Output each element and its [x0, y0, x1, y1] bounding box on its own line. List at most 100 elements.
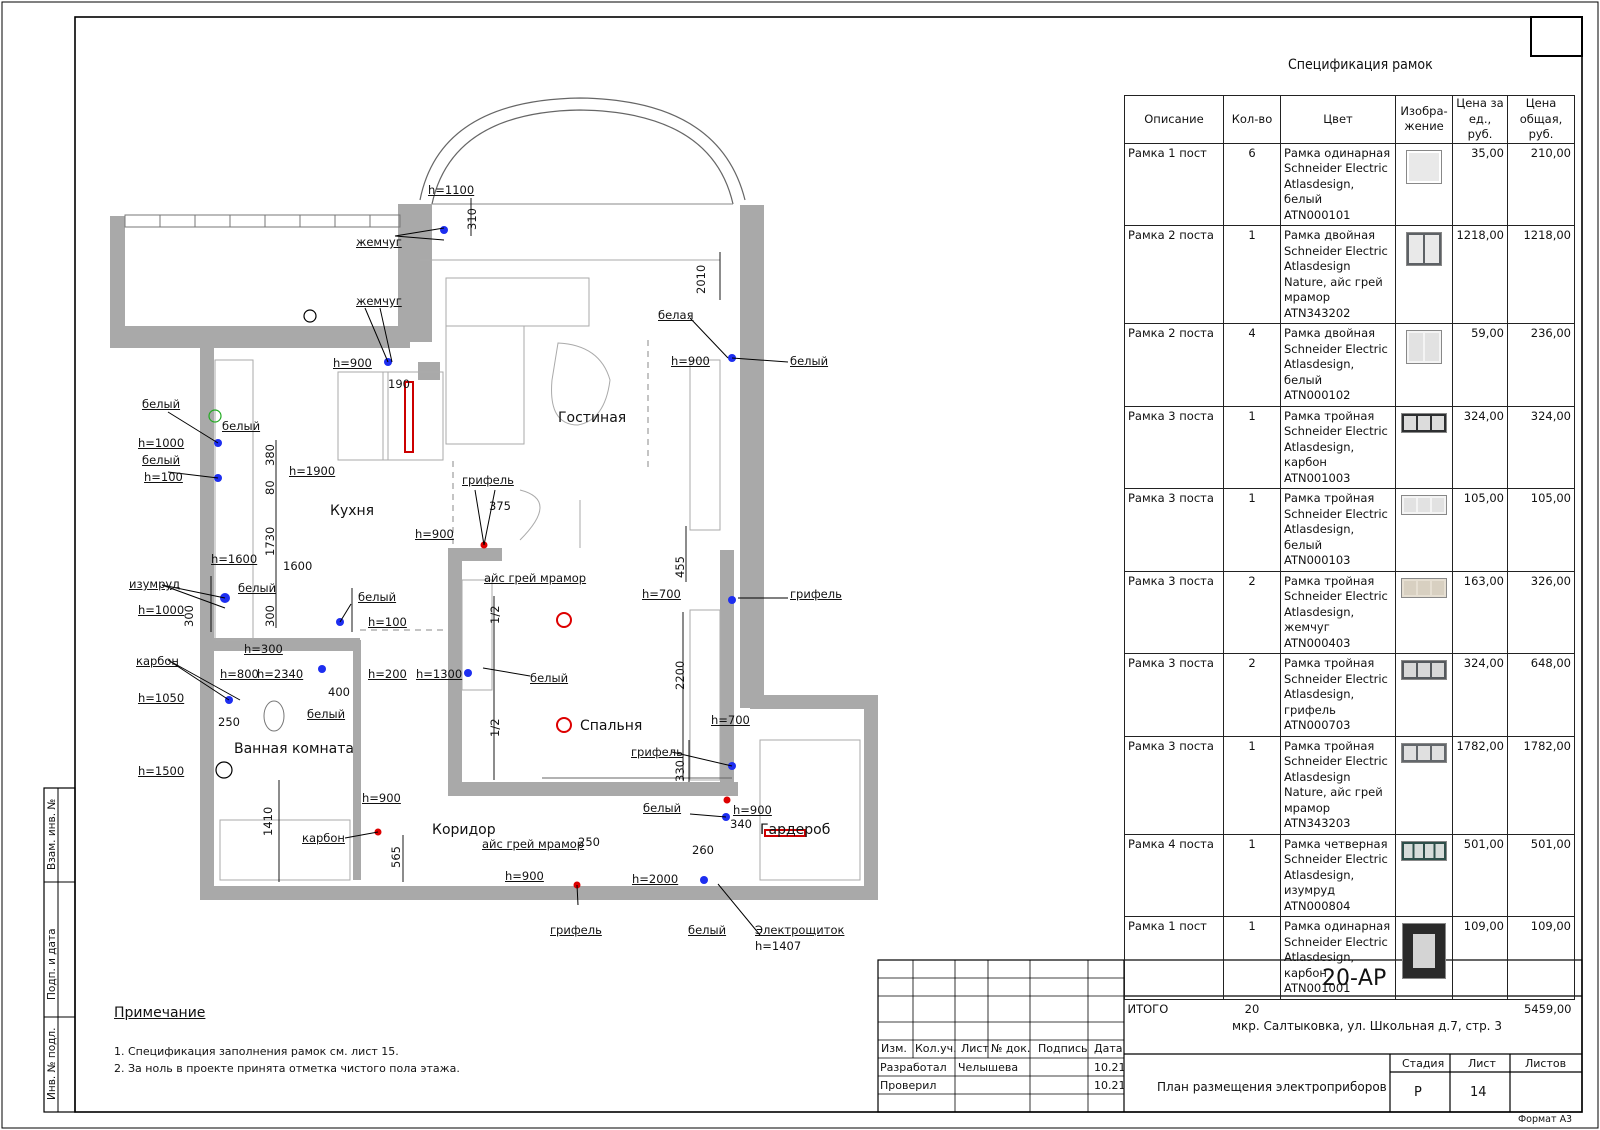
- height-label: h=200: [368, 667, 407, 681]
- height-label: h=900: [362, 791, 401, 805]
- spec-color: Рамка четверная Schneider Electric Atlas…: [1280, 833, 1396, 917]
- color-label: жемчуг: [356, 235, 402, 249]
- color-label: жемчуг: [356, 294, 402, 308]
- height-label: h=100: [144, 470, 183, 484]
- height-label: h=1000: [138, 603, 185, 617]
- spec-header-cell: Цвет: [1280, 95, 1396, 144]
- spec-header-row: Описание Кол-во Цвет Изобра-жение Цена з…: [1124, 95, 1575, 144]
- dimension-label: 1410: [261, 806, 275, 836]
- spec-total: 326,00: [1507, 570, 1575, 654]
- spec-price: 324,00: [1452, 653, 1508, 737]
- project-address: мкр. Салтыковка, ул. Школьная д.7, стр. …: [1232, 1019, 1502, 1033]
- color-label: белый: [530, 671, 569, 685]
- spec-total: 1218,00: [1507, 225, 1575, 324]
- spec-desc: Рамка 2 поста: [1124, 323, 1224, 407]
- spec-title: Спецификация рамок: [1288, 57, 1433, 73]
- height-label: h=100: [368, 615, 407, 629]
- dimension-label: 340: [730, 817, 752, 831]
- spec-price: 163,00: [1452, 570, 1508, 654]
- color-label: грифель: [790, 587, 842, 601]
- spec-total: 648,00: [1507, 653, 1575, 737]
- room-kitchen: Кухня: [330, 503, 375, 519]
- color-label: белый: [142, 397, 181, 411]
- spec-qty: 1: [1223, 833, 1281, 917]
- color-label: белая: [658, 308, 694, 322]
- room-wardrobe: Гардероб: [760, 822, 831, 838]
- spec-color: Рамка тройная Schneider Electric Atlasde…: [1280, 735, 1396, 835]
- dimension-label: 1730: [263, 526, 277, 556]
- height-label: h=2340: [257, 667, 304, 681]
- spec-desc: Рамка 4 поста: [1124, 833, 1224, 917]
- dimension-label: 455: [673, 556, 687, 578]
- spec-qty: 1: [1223, 225, 1281, 324]
- color-label: белый: [790, 354, 829, 368]
- project-code: 20-АР: [1322, 966, 1387, 991]
- spec-total: 109,00: [1507, 916, 1575, 1000]
- dimension-label: 330: [673, 760, 687, 782]
- spec-qty: 2: [1223, 570, 1281, 654]
- dimension-label: 1600: [283, 559, 313, 573]
- spec-image: [1395, 142, 1453, 226]
- spec-total: 236,00: [1507, 323, 1575, 407]
- frame-thumbnail-icon: [1406, 149, 1442, 184]
- total-qty: 20: [1244, 1001, 1260, 1016]
- dimension-label: 190: [388, 377, 410, 391]
- spec-image: [1395, 323, 1453, 407]
- frame-thumbnail-icon: [1406, 330, 1442, 364]
- color-label: белый: [643, 801, 682, 815]
- height-label: h=1407: [755, 939, 802, 953]
- spec-header-cell: Описание: [1124, 95, 1224, 144]
- spec-color: Рамка тройная Schneider Electric Atlasde…: [1280, 570, 1396, 654]
- height-label: h=1100: [428, 183, 475, 197]
- dimension-label: 1/2: [488, 605, 502, 624]
- spec-desc: Рамка 3 поста: [1124, 488, 1224, 572]
- height-label: h=800: [220, 667, 259, 681]
- color-label: грифель: [550, 923, 602, 937]
- height-label: h=1300: [416, 667, 463, 681]
- spec-price: 35,00: [1452, 142, 1508, 226]
- note-item: 1. Спецификация заполнения рамок см. лис…: [114, 1045, 399, 1058]
- height-label: h=700: [711, 713, 750, 727]
- height-label: h=900: [333, 356, 372, 370]
- spec-color: Рамка одинарная Schneider Electric Atlas…: [1280, 916, 1396, 1000]
- checker-date: 10.21: [1094, 1079, 1126, 1092]
- spec-qty: 1: [1223, 916, 1281, 1000]
- height-label: h=700: [642, 587, 681, 601]
- dimension-label: 565: [389, 846, 403, 868]
- height-label: h=900: [415, 527, 454, 541]
- note-item: 2. За ноль в проекте принята отметка чис…: [114, 1062, 460, 1075]
- spec-total: 210,00: [1507, 142, 1575, 226]
- color-label: белый: [142, 453, 181, 467]
- room-bedroom: Спальня: [580, 718, 643, 734]
- spec-image: [1395, 488, 1453, 572]
- height-label: h=1050: [138, 691, 185, 705]
- frame-thumbnail-icon: [1402, 923, 1446, 979]
- height-label: h=300: [244, 642, 283, 656]
- spec-total: 1782,00: [1507, 735, 1575, 835]
- room-living: Гостиная: [558, 410, 627, 426]
- color-label: белый: [222, 419, 261, 433]
- spec-table: Описание Кол-во Цвет Изобра-жение Цена з…: [1124, 95, 1575, 1019]
- spec-color: Рамка двойная Schneider Electric Atlasde…: [1280, 323, 1396, 407]
- dimension-label: 400: [328, 685, 350, 699]
- spec-price: 1218,00: [1452, 225, 1508, 324]
- stamp-header: № док.: [991, 1042, 1031, 1055]
- spec-image: [1395, 570, 1453, 654]
- spec-total: 501,00: [1507, 833, 1575, 917]
- spec-price: 1782,00: [1452, 735, 1508, 835]
- checker-role: Проверил: [880, 1079, 937, 1092]
- spec-desc: Рамка 3 поста: [1124, 405, 1224, 489]
- color-label: белый: [358, 590, 397, 604]
- spec-desc: Рамка 3 поста: [1124, 735, 1224, 835]
- spec-color: Рамка одинарная Schneider Electric Atlas…: [1280, 142, 1396, 226]
- spec-price: 501,00: [1452, 833, 1508, 917]
- spec-image: [1395, 225, 1453, 324]
- color-label: белый: [688, 923, 727, 937]
- height-label: h=1500: [138, 764, 185, 778]
- height-label: h=900: [733, 803, 772, 817]
